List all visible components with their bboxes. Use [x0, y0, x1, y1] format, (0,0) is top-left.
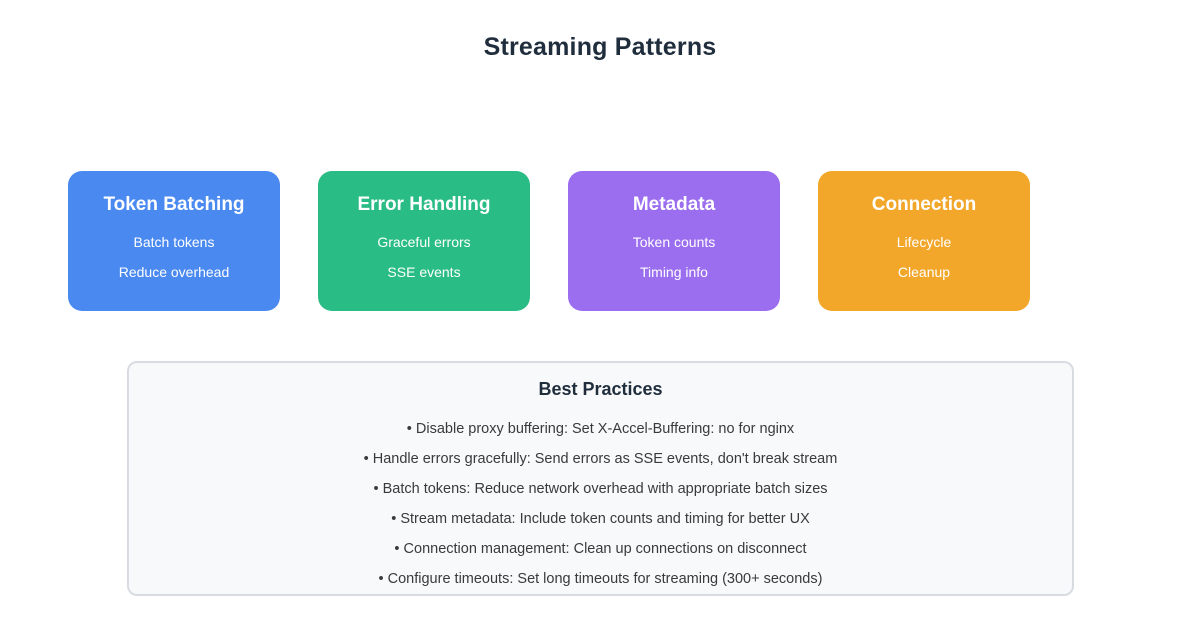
- card-token-batching: Token Batching Batch tokens Reduce overh…: [68, 171, 280, 311]
- card-connection-line-2: Cleanup: [897, 264, 951, 280]
- best-practice-item: • Stream metadata: Include token counts …: [391, 511, 810, 527]
- card-metadata-line-2: Timing info: [640, 264, 708, 280]
- card-metadata: Metadata Token counts Timing info: [568, 171, 780, 311]
- card-error-handling-title: Error Handling: [357, 194, 491, 215]
- card-token-batching-line-2: Reduce overhead: [118, 264, 230, 280]
- card-error-handling-line-1: Graceful errors: [377, 234, 471, 250]
- best-practice-item: • Handle errors gracefully: Send errors …: [363, 451, 838, 467]
- best-practices-title: Best Practices: [538, 379, 663, 399]
- best-practices-list: • Disable proxy buffering: Set X-Accel-B…: [129, 414, 1072, 594]
- pattern-cards-row: Token Batching Batch tokens Reduce overh…: [68, 171, 1030, 311]
- card-token-batching-title: Token Batching: [103, 194, 245, 215]
- card-token-batching-line-1: Batch tokens: [133, 234, 215, 250]
- card-connection-title: Connection: [871, 194, 977, 215]
- card-metadata-title: Metadata: [632, 194, 716, 215]
- best-practice-item: • Configure timeouts: Set long timeouts …: [378, 571, 823, 587]
- page-title: Streaming Patterns: [483, 33, 717, 61]
- card-metadata-line-1: Token counts: [632, 234, 716, 250]
- best-practices-panel: Best Practices • Disable proxy buffering…: [127, 361, 1074, 596]
- card-connection-line-1: Lifecycle: [896, 234, 952, 250]
- card-error-handling-line-2: SSE events: [387, 264, 461, 280]
- card-connection: Connection Lifecycle Cleanup: [818, 171, 1030, 311]
- best-practice-item: • Batch tokens: Reduce network overhead …: [373, 481, 828, 497]
- best-practice-item: • Connection management: Clean up connec…: [394, 541, 807, 557]
- card-error-handling: Error Handling Graceful errors SSE event…: [318, 171, 530, 311]
- best-practice-item: • Disable proxy buffering: Set X-Accel-B…: [406, 421, 795, 437]
